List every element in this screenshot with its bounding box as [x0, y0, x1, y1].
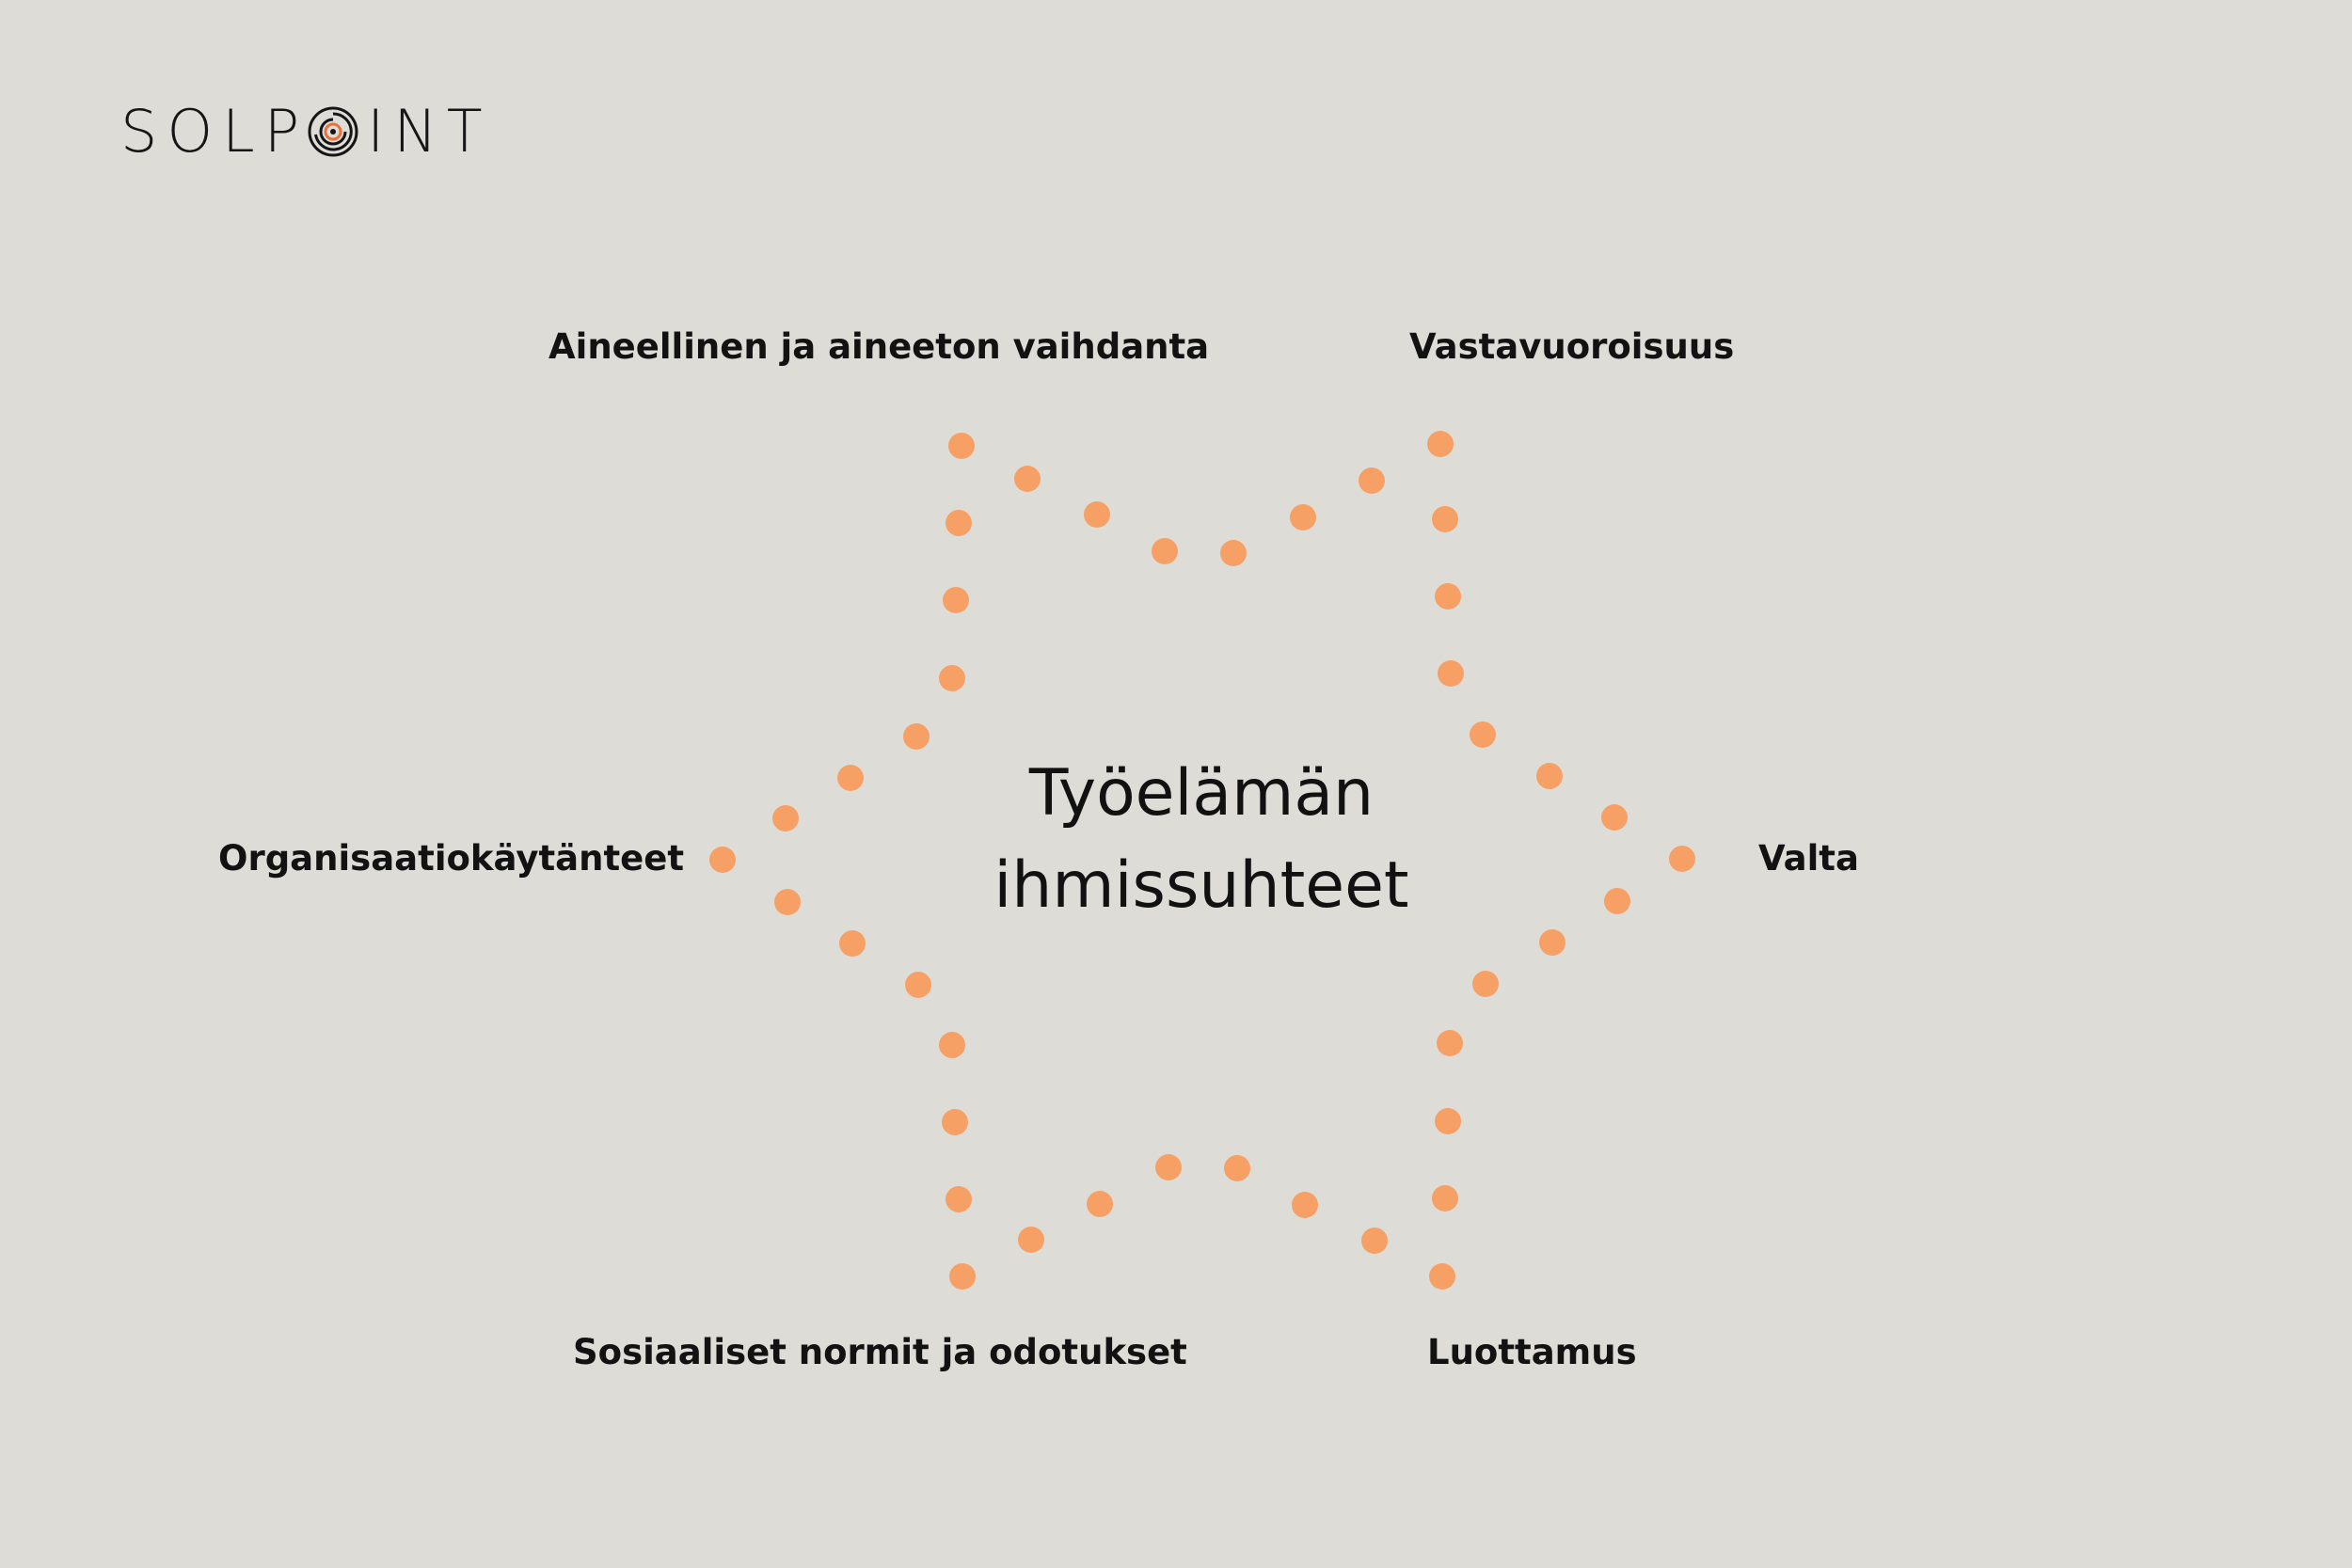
outline-dot	[1435, 583, 1461, 610]
solpoint-logo: SOLP INT	[120, 102, 492, 162]
outline-dot	[946, 1186, 972, 1212]
outline-dot	[1601, 804, 1628, 831]
outline-dot	[903, 723, 930, 750]
outline-dot	[1084, 501, 1110, 528]
outline-dot	[1604, 888, 1630, 914]
outline-dot	[942, 1109, 968, 1135]
outline-dot	[1429, 1263, 1455, 1290]
outline-dot	[1361, 1227, 1388, 1254]
label-trust: Luottamus	[1427, 1332, 1637, 1372]
logo-text-start: SOLP	[120, 97, 310, 166]
outline-dot	[905, 972, 931, 998]
outline-dot	[1359, 467, 1385, 494]
outline-dot	[1539, 929, 1565, 956]
outline-dot	[1432, 1185, 1458, 1212]
outline-dot	[1472, 971, 1499, 997]
outline-dot	[1220, 540, 1247, 566]
outline-dot	[1087, 1191, 1113, 1217]
outline-dot	[949, 1263, 976, 1290]
outline-dot	[1432, 506, 1458, 532]
label-organisational-practices: Organisaatiokäytänteet	[218, 838, 685, 879]
outline-dot	[1155, 1154, 1182, 1180]
target-o-icon	[307, 105, 359, 158]
outline-dot	[1014, 466, 1041, 492]
outline-dot	[1437, 1030, 1463, 1056]
outline-dot	[774, 889, 801, 915]
outline-dot	[1536, 763, 1563, 789]
outline-dot	[772, 805, 799, 832]
outline-dot	[946, 510, 972, 536]
center-title-line-1: Työelämän	[1028, 756, 1375, 831]
label-material-exchange: Aineellinen ja aineeton vaihdanta	[548, 326, 1210, 367]
outline-dot	[1290, 504, 1316, 531]
outline-dot	[1669, 846, 1695, 872]
outline-dot	[709, 847, 736, 873]
outline-dot	[1224, 1155, 1250, 1181]
center-title: Työelämän ihmissuhteet	[966, 748, 1437, 932]
outline-dot	[939, 665, 965, 691]
outline-dot	[1152, 538, 1178, 564]
outline-dot	[1427, 431, 1454, 457]
logo-text-end: INT	[367, 97, 492, 166]
outline-dot	[1470, 721, 1496, 748]
outline-dot	[839, 930, 866, 957]
outline-dot	[1018, 1227, 1044, 1253]
outline-dot	[1435, 1108, 1461, 1134]
label-reciprocity: Vastavuoroisuus	[1409, 326, 1735, 367]
center-title-line-2: ihmissuhteet	[993, 848, 1409, 923]
outline-dot	[1292, 1192, 1318, 1218]
label-social-norms: Sosiaaliset normit ja odotukset	[573, 1332, 1187, 1372]
outline-dot	[837, 765, 864, 791]
outline-dot	[1438, 660, 1464, 687]
outline-dot	[948, 433, 975, 459]
outline-dot	[939, 1032, 965, 1058]
label-power: Valta	[1758, 838, 1859, 879]
outline-dot	[943, 587, 969, 613]
